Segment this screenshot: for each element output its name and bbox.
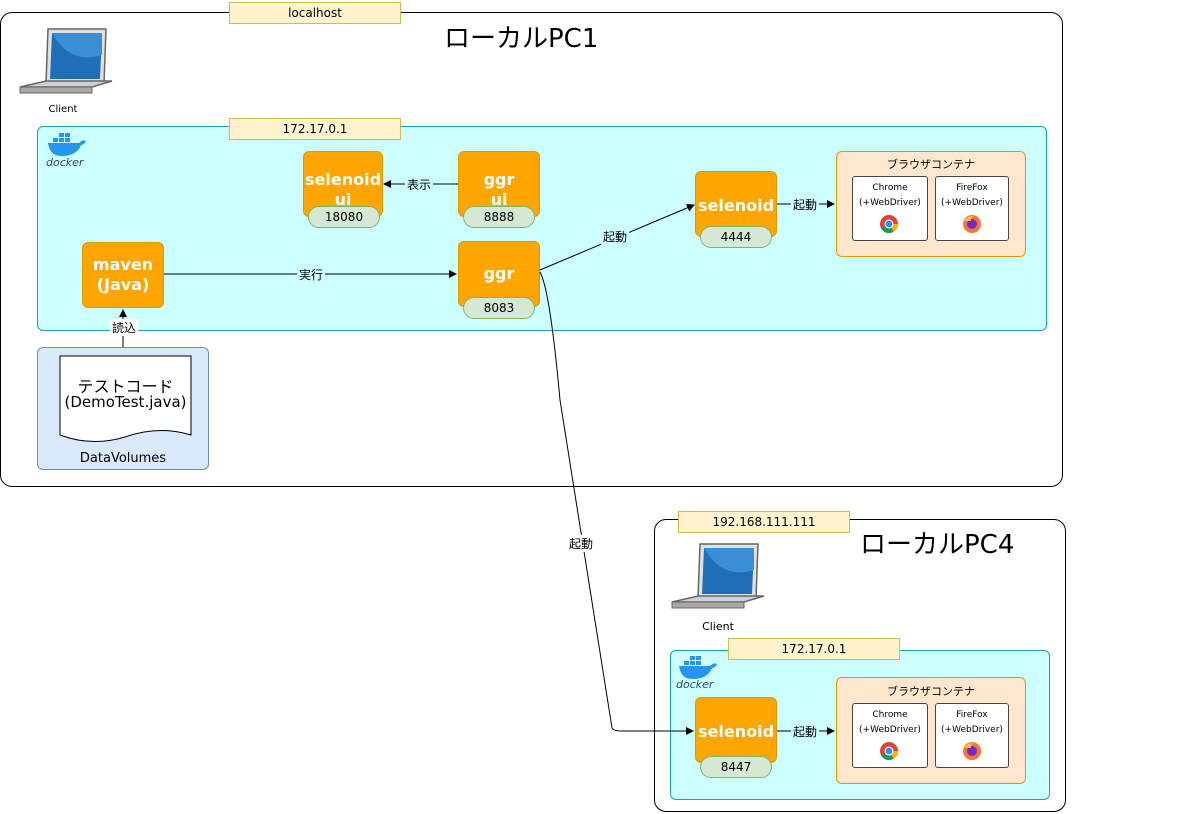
- pc4-host-ip: 192.168.111.111: [678, 511, 850, 533]
- edge-read-label: 読込: [110, 319, 139, 336]
- ggr-ui-port: 8888: [463, 206, 535, 228]
- ggr-ui-name-line2: ui: [490, 190, 508, 209]
- pc4-docker-ip: 172.17.0.1: [728, 638, 900, 660]
- pc1-firefox-name: FireFox: [956, 183, 988, 193]
- pc1-title: ローカルPC1: [444, 24, 599, 54]
- pc1-docker-label: docker: [46, 156, 84, 169]
- edge-launch-pc1-label: 起動: [601, 228, 630, 245]
- ggr-ui-name-line1: ggr: [483, 170, 515, 189]
- ggr-container: ggr: [458, 241, 540, 307]
- docker-whale-icon: [45, 132, 87, 158]
- pc1-client-label: Client: [48, 104, 78, 115]
- edge-execute-label: 実行: [297, 266, 326, 283]
- pc4-browser-container-title: ブラウザコンテナ: [887, 685, 975, 698]
- chrome-icon: [879, 741, 899, 761]
- selenoid-pc4-container: selenoid: [695, 697, 777, 763]
- firefox-icon: [962, 214, 982, 234]
- pc1-chrome-sub: (+WebDriver): [859, 198, 921, 208]
- edge-launch-pc4-label: 起動: [567, 535, 596, 552]
- document-icon: [59, 355, 192, 447]
- pc4-title: ローカルPC4: [860, 530, 1015, 560]
- edge-launch-browser-pc4-label: 起動: [791, 723, 820, 740]
- pc4-chrome-card: Chrome (+WebDriver): [852, 703, 928, 768]
- selenoid-ui-name-line1: selenoid: [304, 170, 382, 189]
- test-code-line2: (DemoTest.java): [64, 393, 187, 411]
- edge-display-label: 表示: [405, 176, 434, 193]
- edge-launch-pc4: [539, 271, 694, 735]
- pc4-firefox-sub: (+WebDriver): [941, 725, 1003, 735]
- laptop-icon: [18, 25, 114, 97]
- pc4-client-label: Client: [702, 620, 734, 633]
- edge-launch-browser-pc1-label: 起動: [791, 196, 820, 213]
- pc4-chrome-name: Chrome: [872, 710, 908, 720]
- ggr-port: 8083: [463, 297, 535, 319]
- selenoid-pc4-name: selenoid: [697, 722, 775, 741]
- test-code-line1: テストコード: [77, 377, 174, 396]
- pc1-host-ip: localhost: [229, 2, 401, 24]
- pc4-chrome-sub: (+WebDriver): [859, 725, 921, 735]
- selenoid-pc1-port: 4444: [700, 226, 772, 248]
- pc1-chrome-name: Chrome: [872, 183, 908, 193]
- pc1-firefox-sub: (+WebDriver): [941, 198, 1003, 208]
- laptop-icon: [670, 540, 766, 612]
- pc1-docker-ip: 172.17.0.1: [229, 118, 401, 140]
- chrome-icon: [879, 214, 899, 234]
- docker-whale-icon: [676, 655, 718, 681]
- pc1-browser-container-title: ブラウザコンテナ: [887, 158, 975, 171]
- ggr-name: ggr: [483, 264, 515, 283]
- maven-name-line1: maven: [92, 255, 154, 274]
- selenoid-ui-name-line2: ui: [334, 190, 352, 209]
- firefox-icon: [962, 741, 982, 761]
- selenoid-pc1-name: selenoid: [697, 196, 775, 215]
- pc4-firefox-name: FireFox: [956, 710, 988, 720]
- selenoid-ui-port: 18080: [308, 206, 380, 228]
- data-volumes-label: DataVolumes: [79, 451, 167, 466]
- selenoid-pc4-port: 8447: [700, 756, 772, 778]
- pc4-docker-label: docker: [676, 678, 714, 691]
- maven-container: maven (Java): [82, 242, 164, 308]
- maven-name-line2: (Java): [96, 275, 150, 294]
